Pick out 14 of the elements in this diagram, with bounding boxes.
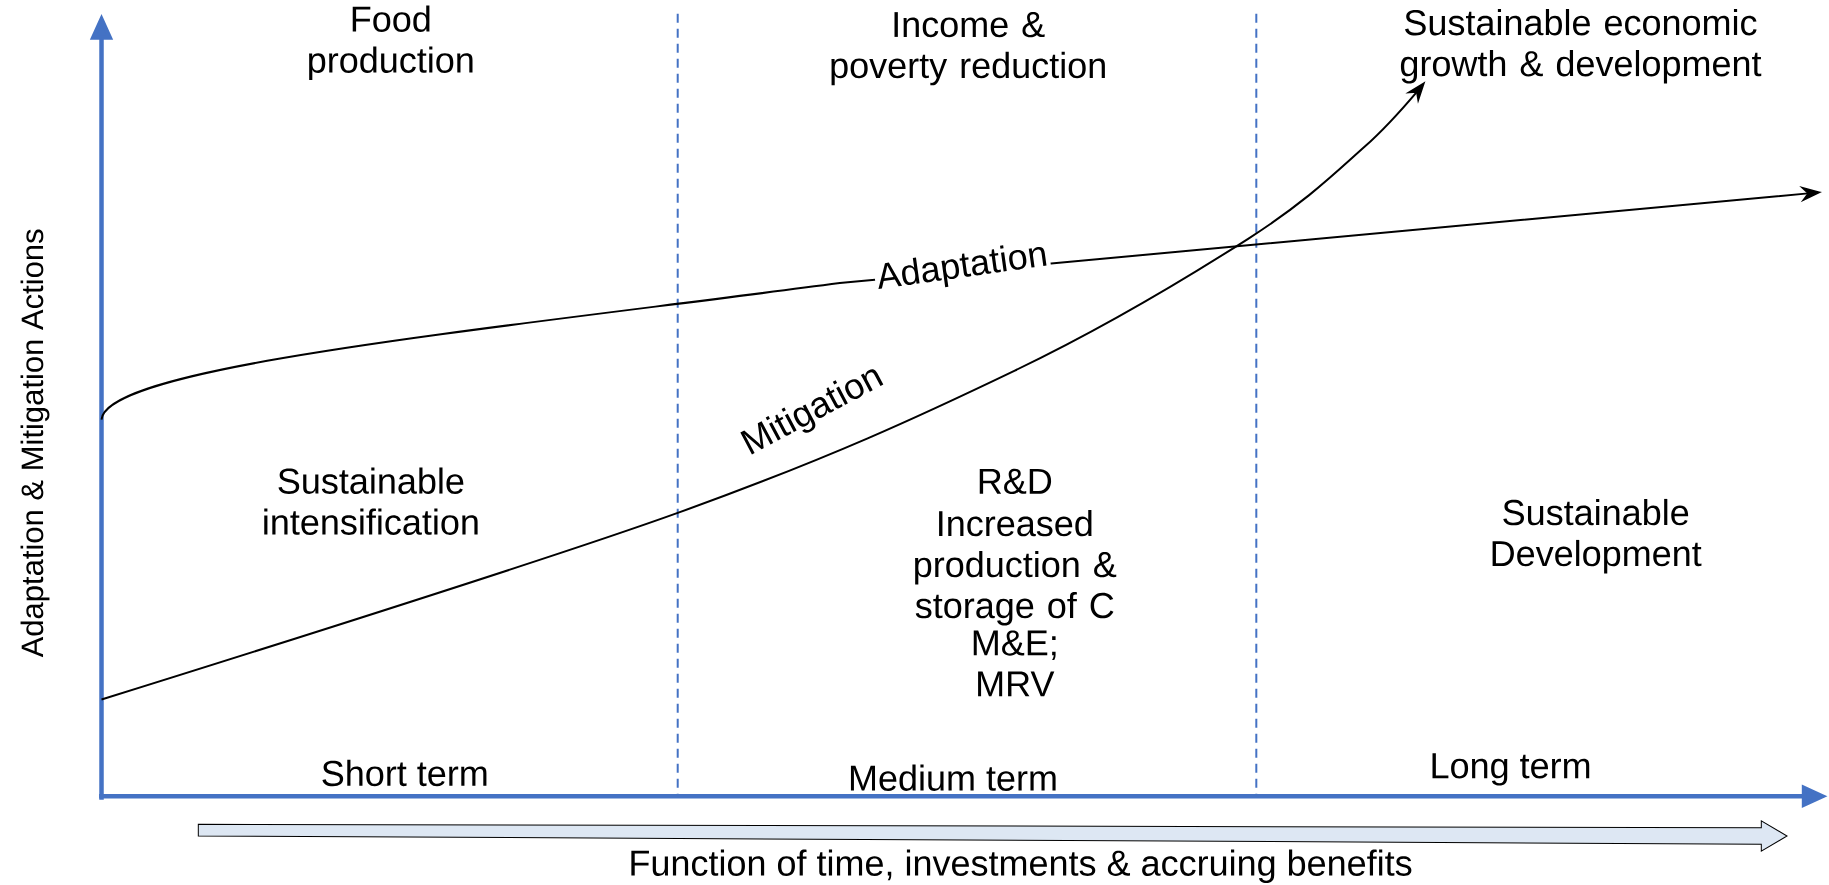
region-label: Sustainable economic growth & development [1400, 9, 1762, 84]
region-label: Sustainable Development [1492, 498, 1702, 574]
axis-label: Adaptation & Mitigation Actions [20, 229, 50, 658]
curve-label: Adaptation [872, 237, 1053, 299]
region-label: Increased production & storage of C [915, 509, 1117, 626]
axis-label: Function of time, investments & accruing benefits [631, 849, 1412, 884]
phase-label: Long term [1432, 753, 1590, 786]
region-label: Food production [309, 5, 473, 81]
region-label: M&E; MRV [973, 630, 1056, 697]
region-label: Sustainable intensification [264, 467, 478, 535]
phase-label: Short term [322, 759, 487, 787]
region-label: R&D [979, 468, 1052, 494]
region-label: Income & poverty reduction [831, 12, 1105, 86]
phase-label: Medium term [850, 764, 1056, 791]
